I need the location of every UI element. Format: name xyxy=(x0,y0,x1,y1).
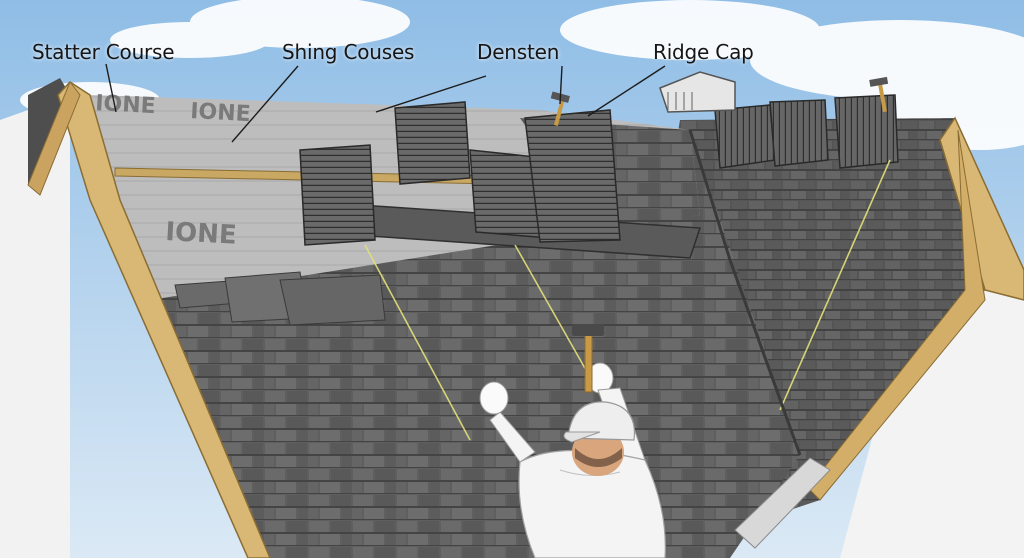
leader-shingle-courses-2 xyxy=(375,75,487,113)
leader-ridge-cap xyxy=(587,65,666,117)
label-ridge-cap: Ridge Cap xyxy=(653,40,754,64)
bundle-1 xyxy=(299,144,376,246)
white-shirt xyxy=(518,449,666,558)
left-wall xyxy=(0,95,70,558)
felt-print-2: IONE xyxy=(190,99,252,127)
starter-course-pieces xyxy=(174,271,386,326)
shingle-bundles xyxy=(299,101,621,246)
label-densten: Densten xyxy=(477,40,560,64)
felt-print-3: IONE xyxy=(165,217,238,251)
callout-leaders xyxy=(105,63,666,143)
gutter xyxy=(734,457,831,549)
leader-shingle-courses xyxy=(231,65,299,143)
felt-print-1: IONE xyxy=(95,91,157,119)
left-glove xyxy=(479,381,509,415)
bundle-2 xyxy=(394,101,471,185)
baseball-cap xyxy=(567,401,636,441)
roof-valley xyxy=(688,129,802,456)
leader-densten xyxy=(559,65,563,105)
roofer-worker xyxy=(479,324,666,558)
left-rake-trim xyxy=(27,81,81,196)
underlayment-print: IONE IONE IONE xyxy=(95,91,252,251)
ridge-cap-bundles xyxy=(714,94,899,169)
right-rake-trim xyxy=(807,129,986,501)
label-shingle-courses: Shing Couses xyxy=(282,40,415,64)
hammer-icon xyxy=(869,76,889,113)
label-starter-course: Statter Course xyxy=(32,40,175,64)
leader-starter-course xyxy=(105,63,117,113)
bundle-4 xyxy=(524,109,621,243)
roof-vent-icon xyxy=(659,71,736,113)
hammer-icon xyxy=(572,324,604,393)
